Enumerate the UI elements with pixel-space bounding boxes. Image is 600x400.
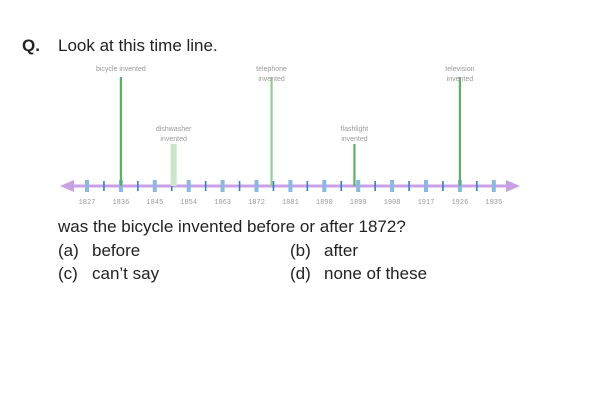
question-text: was the bicycle invented before or after… <box>58 217 406 236</box>
timeline-tick <box>254 180 259 192</box>
option-b-text: after <box>324 241 359 260</box>
timeline-tick <box>186 180 191 192</box>
timeline-year-labels: 1827 1836 1845 1854 1863 1872 1881 1890 1899 1908… <box>79 199 503 207</box>
timeline-event-label: dishwasher <box>156 126 192 133</box>
timeline-tick <box>220 180 225 192</box>
timeline-year-label: 1926 <box>451 199 468 207</box>
timeline-year-label: 1872 <box>248 199 265 207</box>
timeline-event-label: invented <box>258 76 285 83</box>
timeline-year-label: 1890 <box>316 199 333 207</box>
timeline-event-label: television <box>445 66 474 73</box>
timeline-tick <box>356 180 361 192</box>
timeline-year-label: 1935 <box>485 199 502 207</box>
timeline-year-label: 1881 <box>282 199 299 207</box>
timeline-tick <box>390 180 395 192</box>
timeline-year-label: 1863 <box>214 199 231 207</box>
timeline-tick <box>85 180 89 192</box>
timeline-year-label: 1908 <box>384 199 401 207</box>
question-intro: Look at this time line. <box>58 36 218 55</box>
timeline-year-label: 1827 <box>79 199 96 207</box>
timeline-tick <box>322 180 327 192</box>
timeline-event-label: bicycle invented <box>96 66 146 73</box>
timeline-year-label: 1854 <box>180 199 197 207</box>
timeline-event-label: invented <box>341 136 368 143</box>
timeline-arrow-left <box>60 180 74 192</box>
option-d-text: none of these <box>324 264 428 283</box>
timeline-year-label: 1899 <box>350 199 367 207</box>
timeline-events: bicycle invented dishwasher invented teleph… <box>96 66 475 186</box>
timeline-tick <box>491 180 496 192</box>
question-heading: Q. Look at this time line. <box>22 36 218 56</box>
option-c[interactable]: (c) can’t say <box>58 264 159 284</box>
option-d-key: (d) <box>290 264 311 283</box>
timeline-year-label: 1836 <box>112 199 129 207</box>
timeline-event-label: telephone <box>256 66 287 73</box>
timeline-year-label: 1845 <box>146 199 163 207</box>
timeline-year-label: 1917 <box>418 199 435 207</box>
option-a[interactable]: (a) before <box>58 241 140 261</box>
timeline-tick <box>424 180 428 192</box>
option-a-text: before <box>92 241 141 260</box>
timeline-event-label: flashlight <box>341 126 369 133</box>
option-d[interactable]: (d) none of these <box>290 264 427 284</box>
question-number: Q. <box>22 36 40 55</box>
option-b[interactable]: (b) after <box>290 241 358 261</box>
timeline-tick <box>152 180 157 192</box>
option-a-key: (a) <box>58 241 79 260</box>
timeline-arrow-right <box>506 180 520 192</box>
timeline-tick <box>288 180 293 192</box>
option-c-text: can’t say <box>92 264 160 283</box>
option-c-key: (c) <box>58 264 78 283</box>
timeline-event-label: invented <box>447 76 474 83</box>
timeline-event-label: invented <box>160 136 187 143</box>
option-b-key: (b) <box>290 241 311 260</box>
